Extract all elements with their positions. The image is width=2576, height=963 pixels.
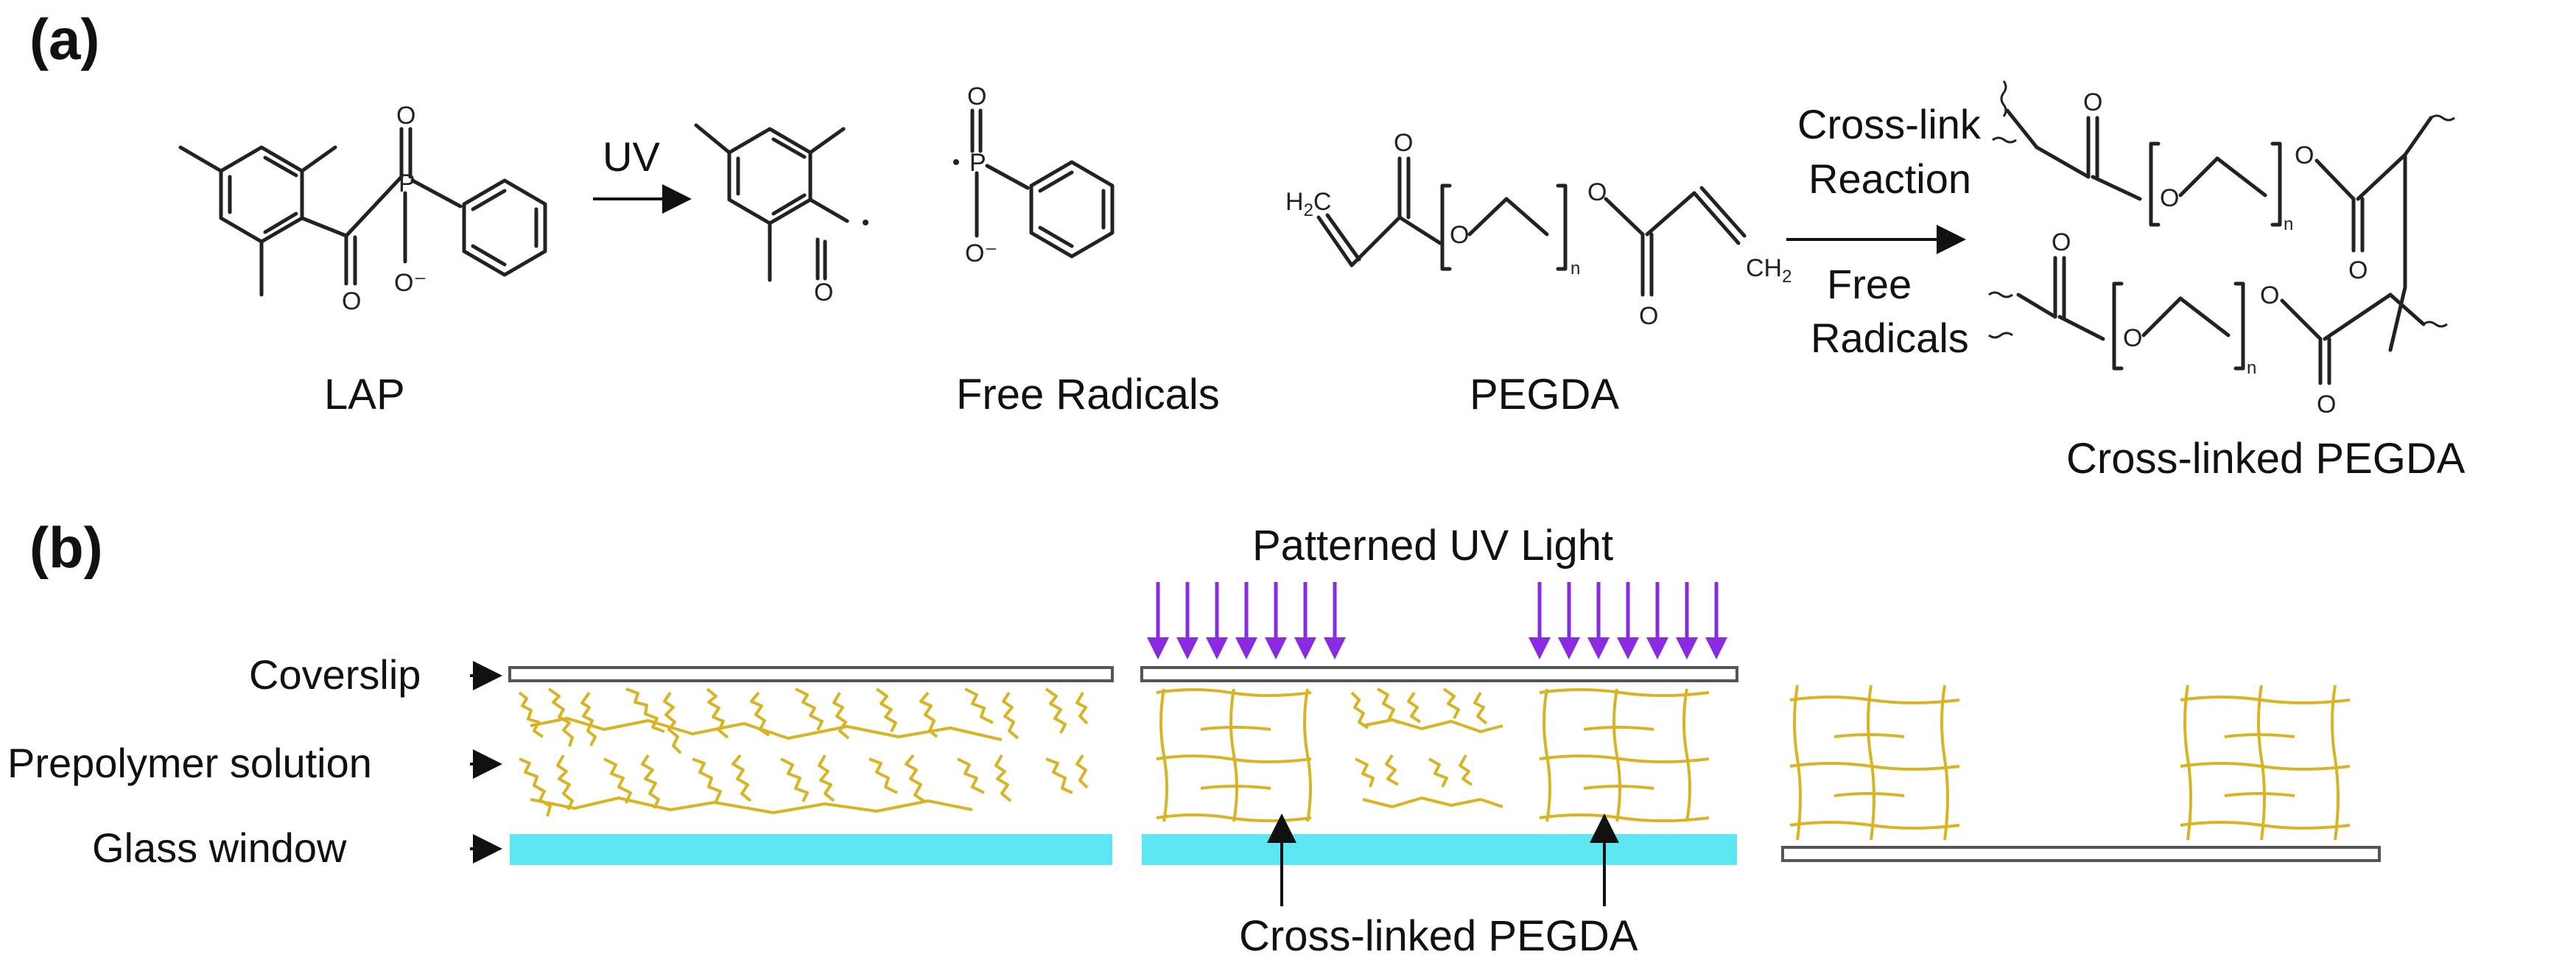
uv-arrows-left — [1147, 582, 1346, 659]
crosslinked-pegda-structure: O O n O O O O n O O — [1988, 80, 2455, 419]
stage3-gel-right — [2180, 684, 2351, 841]
stage3-gel-left — [1789, 684, 1960, 841]
xl-oxygen-8: O — [2317, 391, 2336, 419]
radical-p-oxygen-minus: O⁻ — [965, 239, 997, 267]
pegda-oxygen-4: O — [1639, 302, 1658, 330]
stage-2-assembly: Patterned UV Light — [1140, 522, 1738, 960]
xl-oxygen-1: O — [2083, 88, 2102, 116]
stage2-coverslip — [1140, 666, 1738, 682]
stage1-glass-window — [510, 834, 1112, 865]
xl-n-1: n — [2284, 214, 2293, 234]
lap-phosphorus: P — [399, 169, 415, 197]
crosslink-label-1: Cross-link — [1797, 101, 1982, 147]
xl-oxygen-5: O — [2052, 228, 2071, 256]
stage2-crosslinked-left — [1156, 688, 1312, 822]
lap-oxygen-carbonyl: O — [342, 287, 361, 315]
stage2-free-chains — [1350, 687, 1503, 808]
lap-oxygen-minus: O⁻ — [394, 269, 427, 297]
uv-label: UV — [603, 133, 660, 180]
crosslink-radicals-label: Radicals — [1811, 315, 1969, 361]
lap-molecule: O P O⁻ O — [178, 102, 547, 315]
ch2-atom: CH2 — [1746, 254, 1791, 287]
patterned-uv-label: Patterned UV Light — [1252, 522, 1613, 570]
crosslink-free-label: Free — [1827, 261, 1912, 307]
xl-oxygen-7: O — [2260, 281, 2279, 309]
radical-phosphinoyl: O P O⁻ — [953, 83, 1115, 267]
uv-arrows-right — [1529, 582, 1727, 659]
prepolymer-label: Prepolymer solution — [7, 740, 372, 786]
stage2-crosslinked-right — [1539, 688, 1710, 822]
h2c-atom: H2C — [1285, 188, 1331, 220]
stage2-glass-window — [1142, 834, 1737, 865]
free-radicals-label: Free Radicals — [956, 371, 1220, 419]
pegda-oxygen-2: O — [1450, 221, 1469, 249]
glass-label: Glass window — [92, 824, 347, 871]
xl-oxygen-6: O — [2123, 324, 2142, 352]
xl-oxygen-4: O — [2348, 256, 2368, 284]
xl-n-2: n — [2247, 358, 2256, 378]
panel-label-a: (a) — [29, 7, 99, 71]
pegda-molecule: H2C O O n O O CH2 — [1285, 129, 1791, 330]
crosslinked-label: Cross-linked PEGDA — [2066, 435, 2466, 483]
crosslink-label-2: Reaction — [1808, 155, 1971, 202]
stage-3-assembly — [1781, 684, 2381, 862]
stage2-crosslinked-label: Cross-linked PEGDA — [1239, 912, 1638, 960]
radical-oxygen: O — [814, 279, 833, 307]
stage1-coverslip — [508, 666, 1114, 682]
pegda-n-sub: n — [1570, 259, 1580, 279]
stage-1-assembly — [508, 666, 1114, 865]
pegda-oxygen-1: O — [1394, 129, 1413, 157]
stage1-polymer-chains — [518, 687, 1089, 817]
lap-oxygen-top: O — [396, 102, 415, 130]
stage3-coverslip-base — [1781, 846, 2381, 862]
xl-oxygen-3: O — [2295, 141, 2314, 169]
radical-p-oxygen-top: O — [967, 83, 986, 111]
coverslip-label: Coverslip — [249, 651, 421, 698]
radical-phosphorus: P — [969, 149, 986, 177]
radical-benzoyl: O — [694, 123, 868, 307]
xl-oxygen-2: O — [2160, 184, 2179, 212]
pegda-oxygen-3: O — [1587, 178, 1607, 206]
panel-label-b: (b) — [29, 515, 103, 580]
pegda-label: PEGDA — [1470, 371, 1619, 419]
lap-label: LAP — [324, 371, 405, 419]
